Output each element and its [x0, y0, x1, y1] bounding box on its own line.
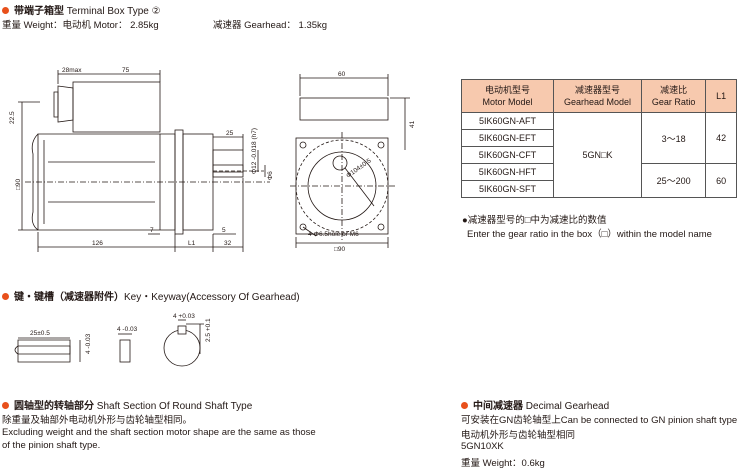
key-drawing: 25±0.5 4 -0.03 4 -0.03 4 +0.03 2.5 +0.1 [14, 313, 212, 367]
hole-label: 4-Φ6.5hole or M6 [308, 231, 359, 238]
l1-cell: 42 [705, 112, 737, 164]
table-note-cn: ●减速器型号的□中为减速比的数值 [462, 215, 607, 226]
round-shaft-line2: Excluding weight and the shaft section m… [2, 427, 316, 438]
table-note-en: Enter the gear ratio in the box（□）within… [467, 229, 712, 240]
dim-28max: 28max [62, 67, 82, 74]
dim-phi12: Φ12 -0.018 (h7) [251, 128, 258, 174]
decimal-gearhead-title: 中间减速器 Decimal Gearhead [461, 397, 609, 412]
dim-22-5: 22.5 [9, 111, 16, 124]
table-row: 5IK60GN-HFT 25～200 60 [461, 163, 737, 198]
decimal-line2: 电动机外形与齿轮轴型相同 [461, 430, 576, 441]
l1-cell: 60 [705, 163, 737, 198]
dim-126: 126 [92, 240, 103, 247]
dim-32: 32 [224, 240, 232, 247]
motor-model-cell: 5IK60GN-CFT [461, 146, 554, 164]
table-row: 5IK60GN-SFT [461, 180, 737, 198]
dim-90-front: □90 [334, 246, 346, 253]
decimal-line3: 5GN10XK [461, 441, 504, 452]
bullet-icon [2, 402, 9, 409]
motor-outline-drawing: 28max 75 22.5 □90 25 Φ12 -0.018 (h7) Φ6 … [9, 67, 416, 253]
dim-l1: L1 [188, 240, 196, 247]
decimal-line4: 重量 Weight：0.6kg [461, 458, 545, 469]
dim-75: 75 [122, 67, 130, 74]
keyway-width-label: 4 +0.03 [173, 313, 195, 320]
dim-90-side: □90 [15, 178, 22, 190]
motor-model-cell: 5IK60GN-EFT [461, 129, 554, 147]
weight-line: 重量 Weight：电动机 Motor： 2.85kg [2, 20, 159, 31]
gearhead-model-cell: 5GN□K [552, 112, 643, 198]
key-height-label: 4 -0.03 [85, 333, 92, 354]
dim-5: 5 [222, 227, 226, 234]
key-section-title: 键・键槽（减速器附件）Key・Keyway(Accessory Of Gearh… [2, 288, 300, 303]
bullet-icon [2, 293, 9, 300]
gearhead-weight-line: 减速器 Gearhead： 1.35kg [213, 20, 328, 31]
motor-model-cell: 5IK60GN-AFT [461, 112, 554, 130]
dim-7: 7 [150, 227, 154, 234]
motor-model-cell: 5IK60GN-HFT [461, 163, 554, 181]
round-shaft-line3: of the pinion shaft type. [2, 440, 101, 451]
motor-model-cell: 5IK60GN-SFT [461, 180, 554, 198]
terminal-box-title: 带端子箱型 Terminal Box Type ② [2, 2, 161, 17]
round-shaft-title: 圆轴型的转轴部分 Shaft Section Of Round Shaft Ty… [2, 397, 252, 412]
decimal-line1: 可安装在GN齿轮轴型上Can be connected to GN pinion… [461, 415, 738, 426]
gear-ratio-cell: 25～200 [641, 163, 707, 198]
header-l1: L1 [705, 79, 737, 113]
dim-phi104: Φ104±0.5 [345, 157, 373, 179]
keyway-depth-label: 2.5 +0.1 [205, 318, 212, 342]
key-width-label: 4 -0.03 [117, 326, 138, 333]
round-shaft-line1: 除重量及轴部外电动机外形与齿轮轴型相同。 [2, 415, 193, 426]
bullet-icon [461, 402, 468, 409]
dim-phi6: Φ6 [267, 171, 274, 180]
table-row: 5IK60GN-AFT 5GN□K 3～18 42 [461, 112, 737, 198]
gear-ratio-cell: 3～18 [641, 112, 707, 164]
dim-25: 25 [226, 130, 234, 137]
bullet-icon [2, 7, 9, 14]
key-len-label: 25±0.5 [30, 330, 50, 337]
dim-60: 60 [338, 71, 346, 78]
dim-41: 41 [409, 120, 416, 128]
